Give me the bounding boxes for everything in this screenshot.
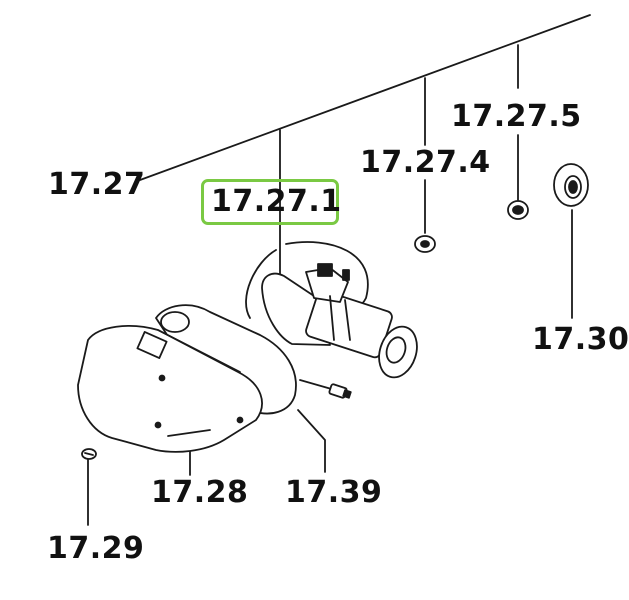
label-17-29[interactable]: 17.29 (47, 531, 145, 566)
label-17-30[interactable]: 17.30 (532, 322, 629, 357)
washer-17-27-4 (414, 235, 436, 253)
wiper-motor-17-27-1 (261, 263, 418, 379)
nut-17-27-5 (507, 200, 529, 220)
label-17-28[interactable]: 17.28 (151, 475, 249, 510)
screw-17-29 (81, 448, 97, 460)
cable-connector-17-39 (299, 379, 352, 399)
mounting-bracket (155, 304, 297, 415)
highlight-box-17-27-1 (201, 179, 339, 225)
label-17-27-1[interactable]: 17.27.1 (211, 184, 342, 219)
gearbox-cover-17-28 (77, 325, 263, 453)
label-17-39[interactable]: 17.39 (285, 475, 383, 510)
label-17-27-4[interactable]: 17.27.4 (360, 145, 491, 180)
label-17-27-5[interactable]: 17.27.5 (451, 99, 582, 134)
leader-lines (87, 14, 591, 526)
exploded-parts-diagram (77, 14, 591, 526)
grommet-17-30 (553, 163, 589, 207)
label-17-27[interactable]: 17.27 (48, 167, 146, 202)
